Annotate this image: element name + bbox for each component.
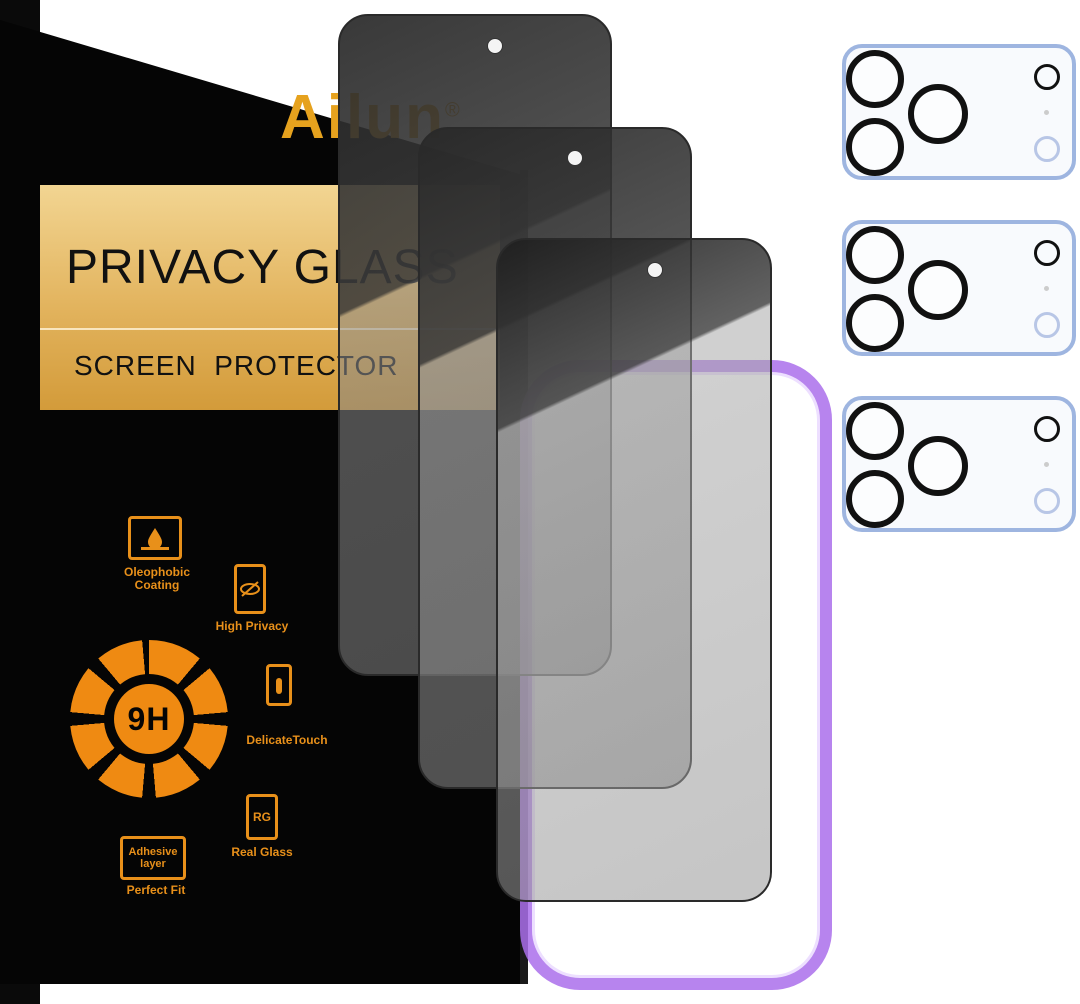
sensor-ring [1034, 136, 1060, 162]
lens-ring [846, 294, 904, 352]
lens-ring [846, 118, 904, 176]
lens-ring [846, 470, 904, 528]
lens-ring [846, 226, 904, 284]
sensor-ring [1034, 488, 1060, 514]
mic-dot [1044, 110, 1049, 115]
flash-ring [1034, 64, 1060, 90]
mic-dot [1044, 462, 1049, 467]
feature-label-touch: DelicateTouch [246, 733, 328, 747]
mic-dot [1044, 286, 1049, 291]
camera-cutout-2 [567, 150, 583, 166]
feature-label-oleophobic: Oleophobic Coating [124, 565, 190, 592]
flash-ring [1034, 416, 1060, 442]
feature-label-privacy: High Privacy [215, 619, 289, 633]
finger-touch-icon [266, 664, 292, 706]
lens-ring [908, 260, 968, 320]
oil-drop-icon [128, 516, 182, 560]
lens-ring [908, 436, 968, 496]
band-divider [40, 328, 500, 330]
lens-ring [908, 84, 968, 144]
lens-ring [846, 402, 904, 460]
eye-slash-icon [234, 564, 266, 614]
hardness-badge: 9H [114, 684, 184, 754]
adhesive-layer-icon: Adhesive layer [120, 836, 186, 880]
feature-label-glass: Real Glass [231, 845, 293, 859]
camera-cutout-1 [487, 38, 503, 54]
lens-ring [846, 50, 904, 108]
feature-label-fit: Perfect Fit [126, 883, 186, 897]
camera-cutout-3 [647, 262, 663, 278]
sensor-ring [1034, 312, 1060, 338]
rg-glass-icon: RG [246, 794, 278, 840]
privacy-glass-sheet-3 [496, 238, 772, 902]
flash-ring [1034, 240, 1060, 266]
